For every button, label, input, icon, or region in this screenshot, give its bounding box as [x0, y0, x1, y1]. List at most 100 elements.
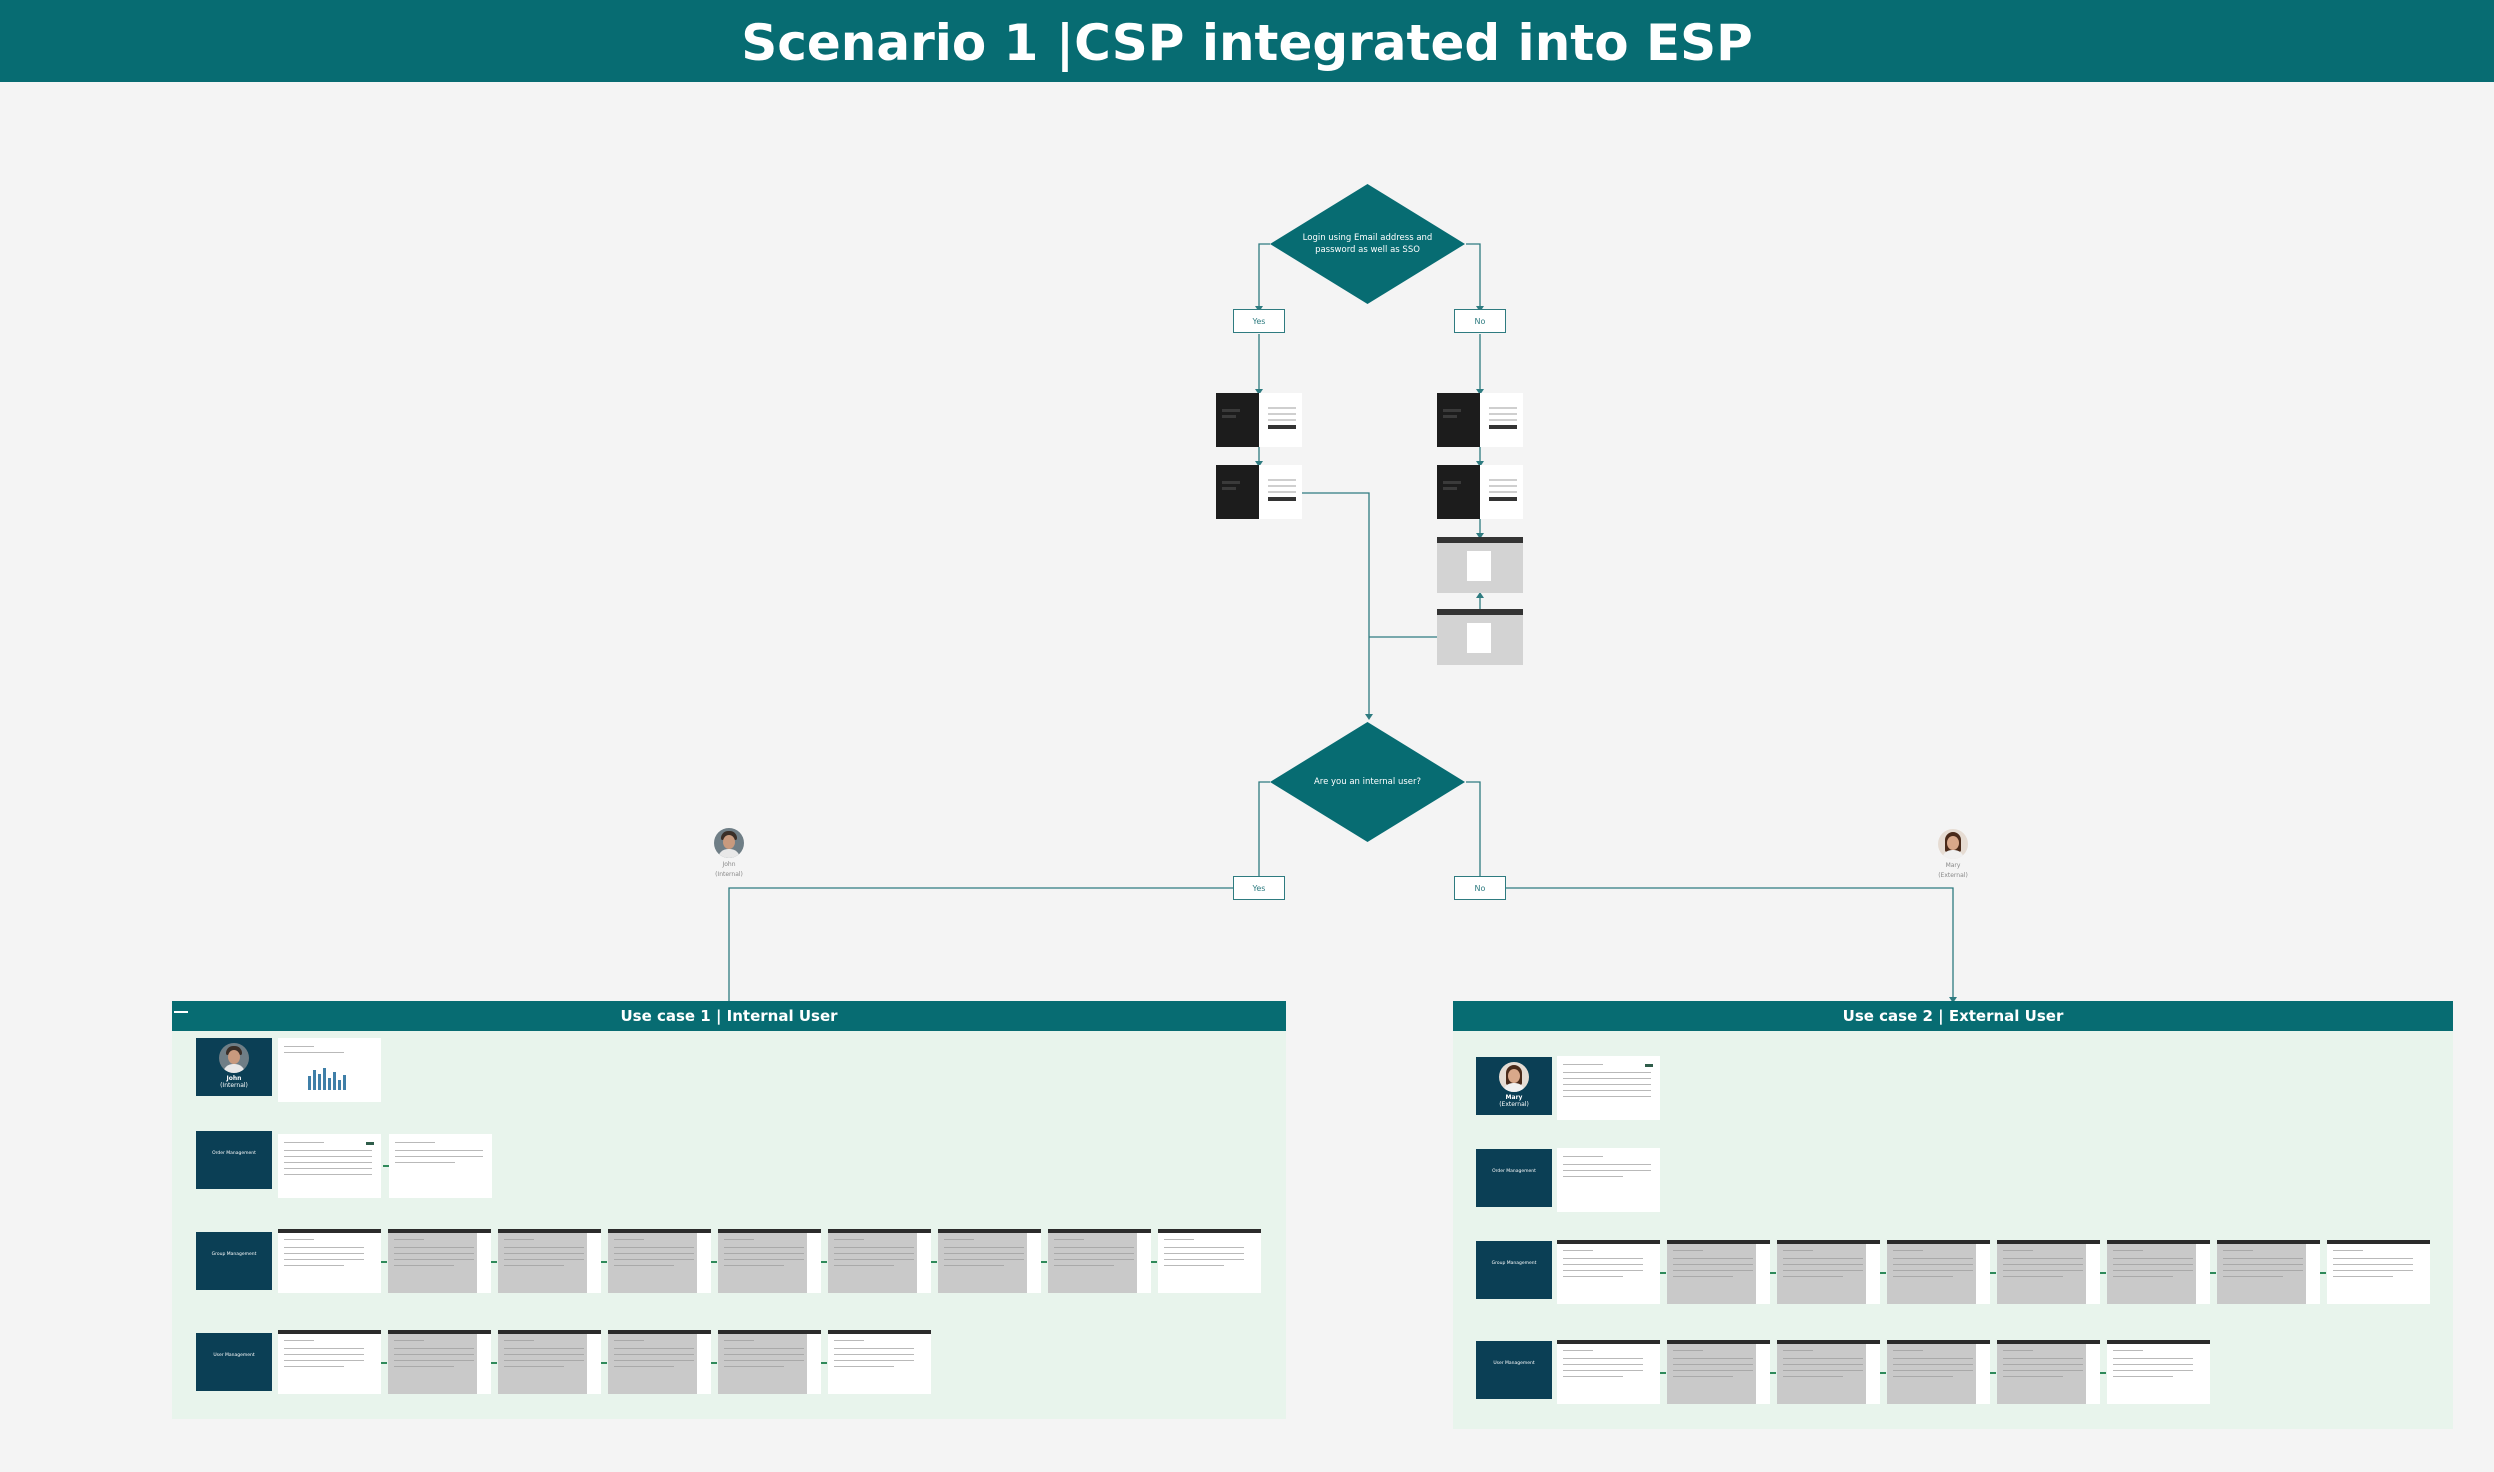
- panel-header: [172, 1001, 1286, 1031]
- flow-arrow: [601, 1261, 607, 1263]
- screen-thumbnail: [1158, 1229, 1261, 1293]
- screen-thumbnail: [608, 1229, 711, 1293]
- collapse-icon[interactable]: [174, 1011, 188, 1013]
- persona-name: Mary: [1505, 1094, 1523, 1101]
- screen-thumbnail: [1887, 1240, 1990, 1304]
- login-decision: Login using Email address and password a…: [1270, 184, 1465, 304]
- use-case-internal-panel: Use case 1 | Internal User John (Interna…: [172, 1001, 1286, 1419]
- flow-arrow: [601, 1362, 607, 1364]
- flow-arrow: [931, 1261, 937, 1263]
- login-screen-thumbnail: [1437, 465, 1523, 519]
- use-case-external-panel: Use case 2 | External User Mary (Externa…: [1453, 1001, 2453, 1429]
- screen-thumbnail: [828, 1229, 931, 1293]
- flow-label-group-management: Group Management: [1476, 1241, 1552, 1299]
- flow-arrow: [2320, 1272, 2326, 1274]
- flow-arrow: [711, 1261, 717, 1263]
- panel-title: Use case 2 | External User: [1842, 1007, 2064, 1025]
- flow-arrow: [491, 1261, 497, 1263]
- screen-thumbnail: [1667, 1340, 1770, 1404]
- screen-thumbnail: [1777, 1340, 1880, 1404]
- persona-name: John: [722, 861, 736, 868]
- internal-yes-box: Yes: [1233, 876, 1285, 900]
- flow-arrow: [1770, 1372, 1776, 1374]
- flow-arrow: [381, 1261, 387, 1263]
- flow-arrow: [711, 1362, 717, 1364]
- flow-arrow: [1770, 1272, 1776, 1274]
- login-screen-thumbnail: [1216, 393, 1302, 447]
- flow-arrow: [1041, 1261, 1047, 1263]
- screen-thumbnail: [498, 1229, 601, 1293]
- screen-thumbnail: [1667, 1240, 1770, 1304]
- flow-arrow: [1660, 1272, 1666, 1274]
- screen-thumbnail: [278, 1330, 381, 1394]
- flow-arrow: [1990, 1372, 1996, 1374]
- persona-card: John (Internal): [196, 1038, 272, 1096]
- flow-arrow: [821, 1261, 827, 1263]
- screen-thumbnail: [608, 1330, 711, 1394]
- flow-label-user-management: User Management: [196, 1333, 272, 1391]
- screen-thumbnail: [1887, 1340, 1990, 1404]
- flow-arrow: [1660, 1372, 1666, 1374]
- persona-role: (External): [1499, 1101, 1529, 1108]
- screen-thumbnail: [498, 1330, 601, 1394]
- flow-arrow: [1990, 1272, 1996, 1274]
- screen-thumbnail: [278, 1229, 381, 1293]
- screen-thumbnail: [2107, 1240, 2210, 1304]
- flow-label-order-management: Order Management: [1476, 1149, 1552, 1207]
- screen-thumbnail: [718, 1229, 821, 1293]
- flow-arrow: [1880, 1272, 1886, 1274]
- internal-user-decision-text: Are you an internal user?: [1313, 777, 1422, 787]
- registration-screen-thumbnail: [1437, 537, 1523, 593]
- header-bar: [0, 0, 2494, 82]
- avatar: [1938, 829, 1968, 859]
- screen-thumbnail: [2327, 1240, 2430, 1304]
- flow-arrow: [381, 1362, 387, 1364]
- screen-thumbnail: [389, 1134, 492, 1198]
- screen-thumbnail: [1557, 1148, 1660, 1212]
- flow-label-order-management: Order Management: [196, 1131, 272, 1189]
- screen-thumbnail: [718, 1330, 821, 1394]
- screen-thumbnail: [1557, 1240, 1660, 1304]
- screen-thumbnail: [1997, 1240, 2100, 1304]
- screen-thumbnail: [1048, 1229, 1151, 1293]
- flow-arrow: [2100, 1372, 2106, 1374]
- registration-screen-thumbnail: [1437, 609, 1523, 665]
- flow-label-user-management: User Management: [1476, 1341, 1552, 1399]
- flow-arrow: [2210, 1272, 2216, 1274]
- persona-role: (Internal): [715, 871, 743, 878]
- persona-role: (Internal): [220, 1082, 248, 1089]
- screen-thumbnail: [1777, 1240, 1880, 1304]
- screen-thumbnail: [2217, 1240, 2320, 1304]
- flow-arrow: [1880, 1372, 1886, 1374]
- persona-john: John (Internal): [689, 828, 769, 878]
- panel-header: [1453, 1001, 2453, 1031]
- flow-arrow: [821, 1362, 827, 1364]
- login-no-box: No: [1454, 309, 1506, 333]
- persona-name: Mary: [1945, 862, 1961, 869]
- screen-thumbnail: [1557, 1056, 1660, 1120]
- flow-arrow: [1151, 1261, 1157, 1263]
- persona-mary: Mary (External): [1913, 829, 1993, 879]
- persona-card: Mary (External): [1476, 1057, 1552, 1115]
- screen-thumbnail: [2107, 1340, 2210, 1404]
- page-title: Scenario 1 |CSP integrated into ESP: [741, 14, 1753, 72]
- screen-thumbnail: [1557, 1340, 1660, 1404]
- screen-thumbnail: [1997, 1340, 2100, 1404]
- internal-no-box: No: [1454, 876, 1506, 900]
- screen-thumbnail: [278, 1134, 381, 1198]
- flow-arrow: [491, 1362, 497, 1364]
- login-yes-box: Yes: [1233, 309, 1285, 333]
- screen-thumbnail: [938, 1229, 1041, 1293]
- screen-thumbnail: [388, 1229, 491, 1293]
- panel-title: Use case 1 | Internal User: [620, 1007, 838, 1025]
- dashboard-screen-thumbnail: [278, 1038, 381, 1102]
- screen-thumbnail: [828, 1330, 931, 1394]
- login-decision-text: Login using Email address and password a…: [1302, 233, 1433, 255]
- persona-name: John: [226, 1075, 242, 1082]
- internal-user-decision: Are you an internal user?: [1270, 722, 1465, 842]
- login-screen-thumbnail: [1216, 465, 1302, 519]
- flow-label-group-management: Group Management: [196, 1232, 272, 1290]
- flow-arrow: [2100, 1272, 2106, 1274]
- persona-role: (External): [1938, 872, 1968, 879]
